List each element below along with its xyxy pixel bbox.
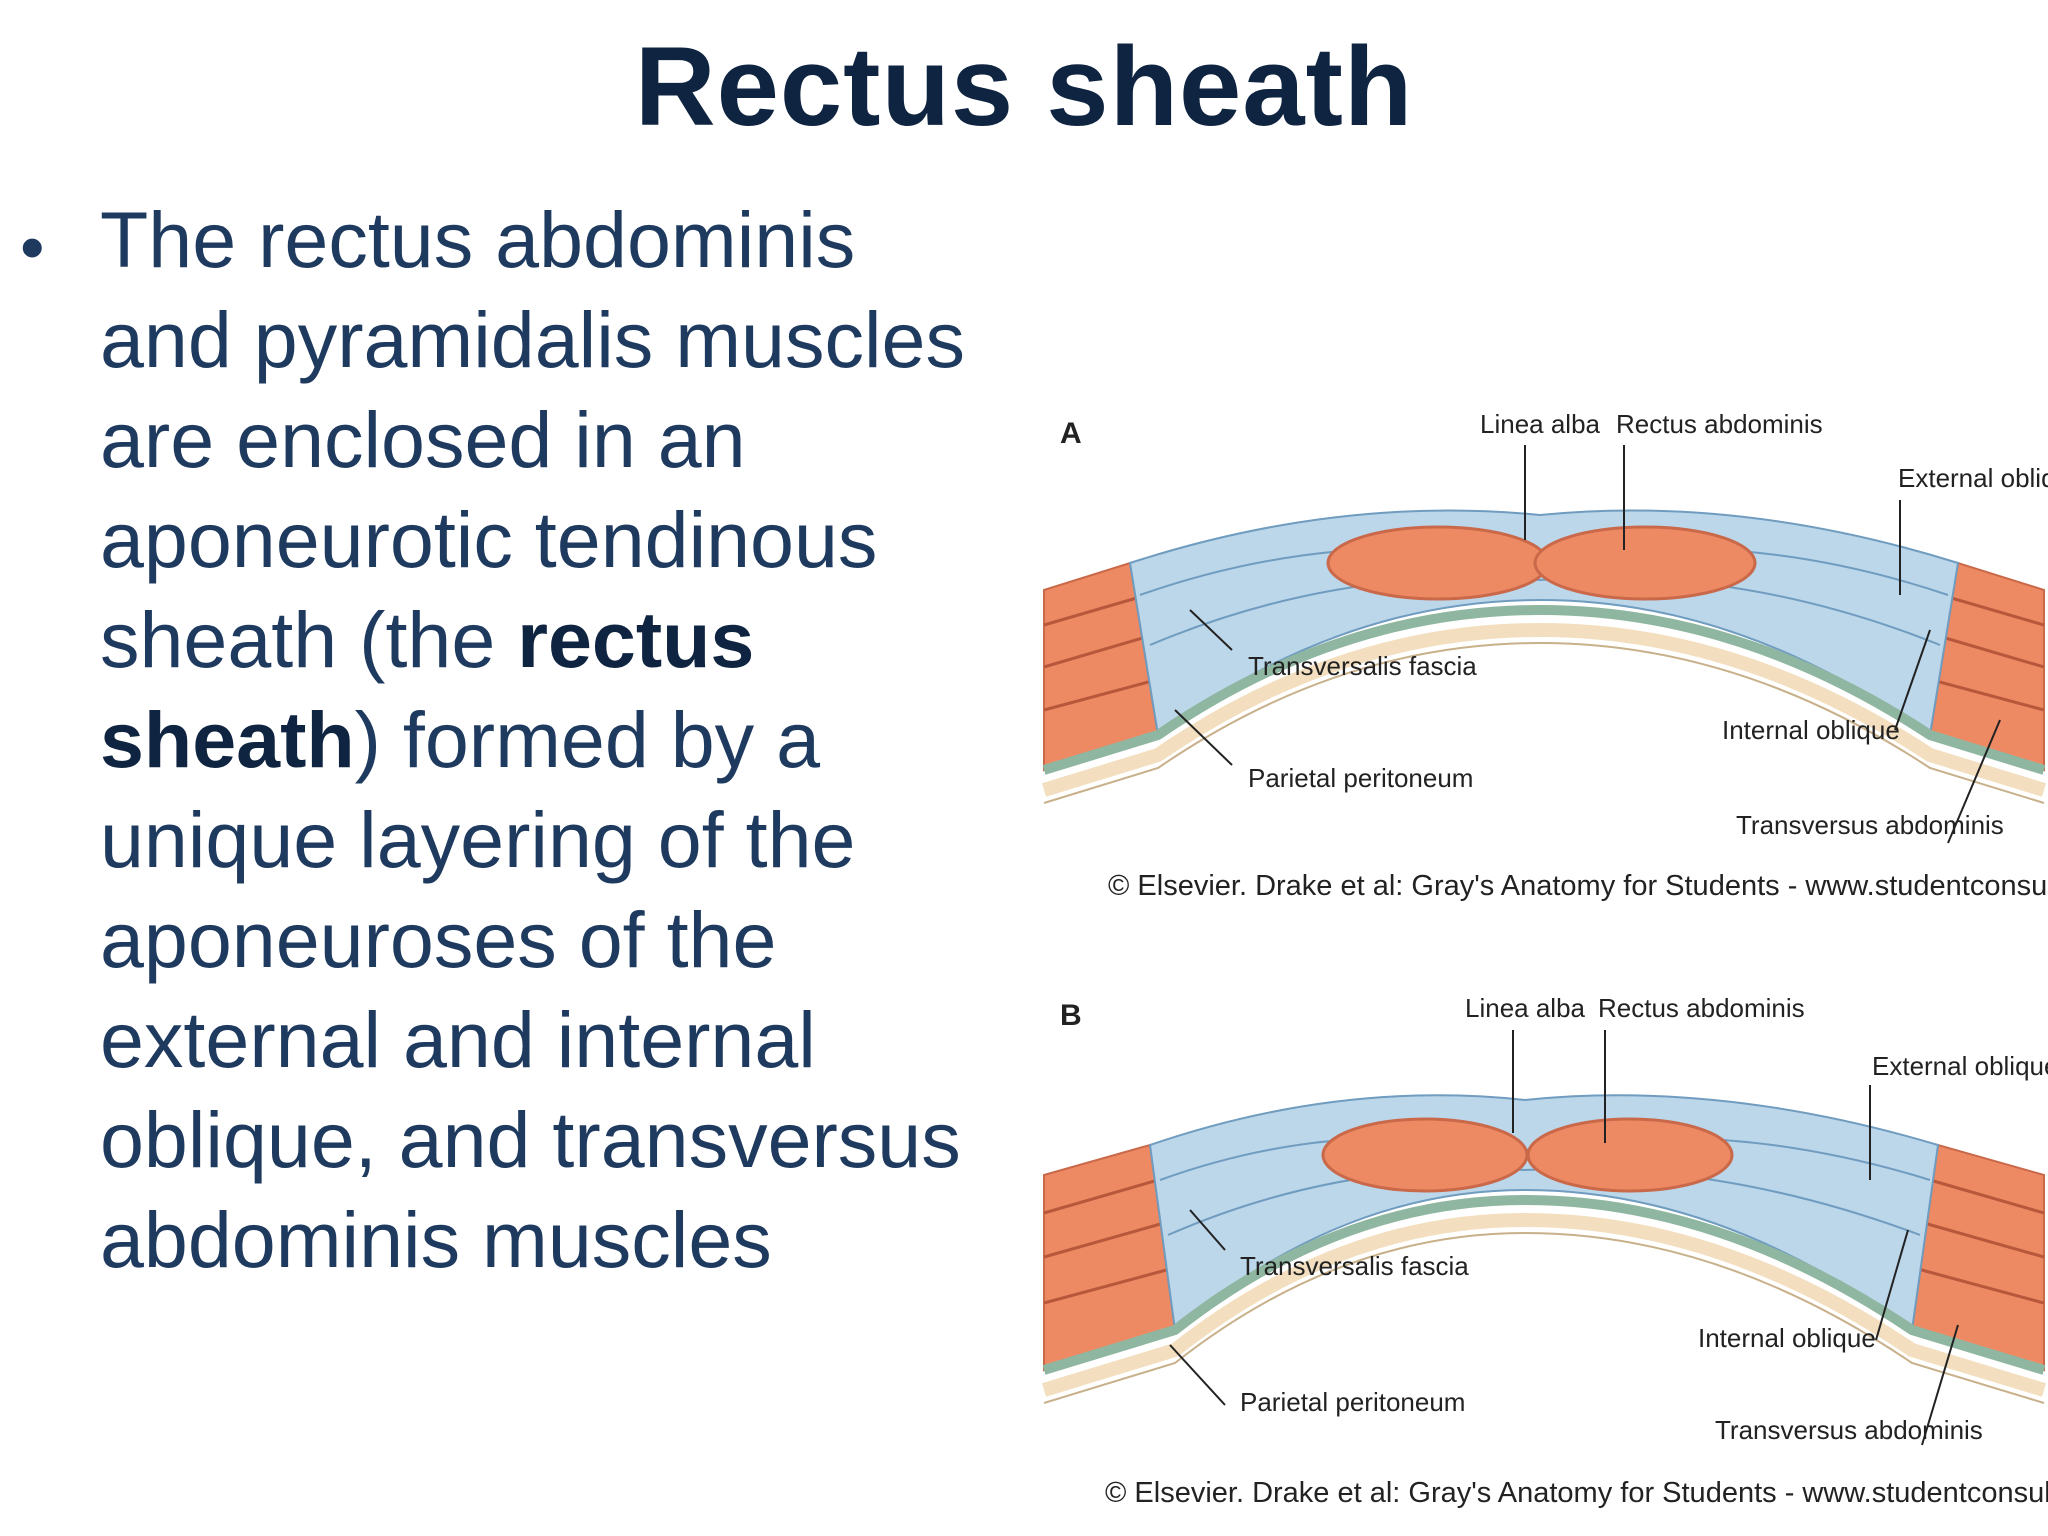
figure-a-diagram: A Linea alba Rectus abdominis External o…	[1041, 409, 2048, 902]
rectus-abdominis-right	[1533, 525, 1757, 601]
figure-a-letter: A	[1060, 417, 1082, 450]
label-transversalis-fascia: Transversalis fascia	[1248, 651, 1477, 681]
figure-b-credit: © Elsevier. Drake et al: Gray's Anatomy …	[1105, 1477, 2048, 1509]
label-external-oblique: External oblique	[1872, 1051, 2048, 1081]
label-transversalis-fascia: Transversalis fascia	[1240, 1251, 1469, 1281]
parietal-peritoneum-layer	[1041, 1212, 2047, 1397]
rectus-abdominis-right	[1526, 1117, 1734, 1193]
label-transversus-abdominis: Transversus abdominis	[1715, 1415, 1983, 1445]
label-rectus-abdominis: Rectus abdominis	[1598, 993, 1805, 1023]
bullet-marker: •	[20, 208, 45, 286]
bullet-bold-term: rectus sheath	[100, 595, 755, 784]
bullet-text-end: ) formed by a unique layering of the apo…	[100, 695, 961, 1284]
transversalis-fascia-layer	[1042, 1194, 2046, 1375]
rectus-abdominis-left	[1321, 1117, 1529, 1193]
label-linea-alba: Linea alba	[1465, 993, 1586, 1023]
parietal-peritoneum-layer	[1041, 622, 2047, 797]
label-internal-oblique: Internal oblique	[1698, 1323, 1876, 1353]
transversalis-fascia-layer	[1042, 604, 2046, 775]
label-transversus-abdominis: Transversus abdominis	[1736, 810, 2004, 840]
figure-b: B Linea alba Rectus abdominis External o…	[1040, 965, 2048, 1536]
label-rectus-abdominis: Rectus abdominis	[1616, 409, 1823, 439]
label-external-oblique: External oblique	[1898, 463, 2048, 493]
label-parietal-peritoneum: Parietal peritoneum	[1248, 763, 1473, 793]
figure-b-diagram: B Linea alba Rectus abdominis External o…	[1041, 993, 2048, 1509]
rectus-abdominis-left	[1326, 525, 1550, 601]
label-linea-alba: Linea alba	[1480, 409, 1601, 439]
figure-a-credit: © Elsevier. Drake et al: Gray's Anatomy …	[1108, 870, 2048, 902]
label-internal-oblique: Internal oblique	[1722, 715, 1900, 745]
label-parietal-peritoneum: Parietal peritoneum	[1240, 1387, 1465, 1417]
figure-a: A Linea alba Rectus abdominis External o…	[1040, 385, 2048, 925]
bullet-item: The rectus abdominis and pyramidalis mus…	[100, 190, 1000, 1290]
figure-b-letter: B	[1060, 999, 1082, 1032]
bullet-text-start: The rectus abdominis and pyramidalis mus…	[100, 195, 965, 684]
slide-title: Rectus sheath	[634, 24, 1414, 149]
